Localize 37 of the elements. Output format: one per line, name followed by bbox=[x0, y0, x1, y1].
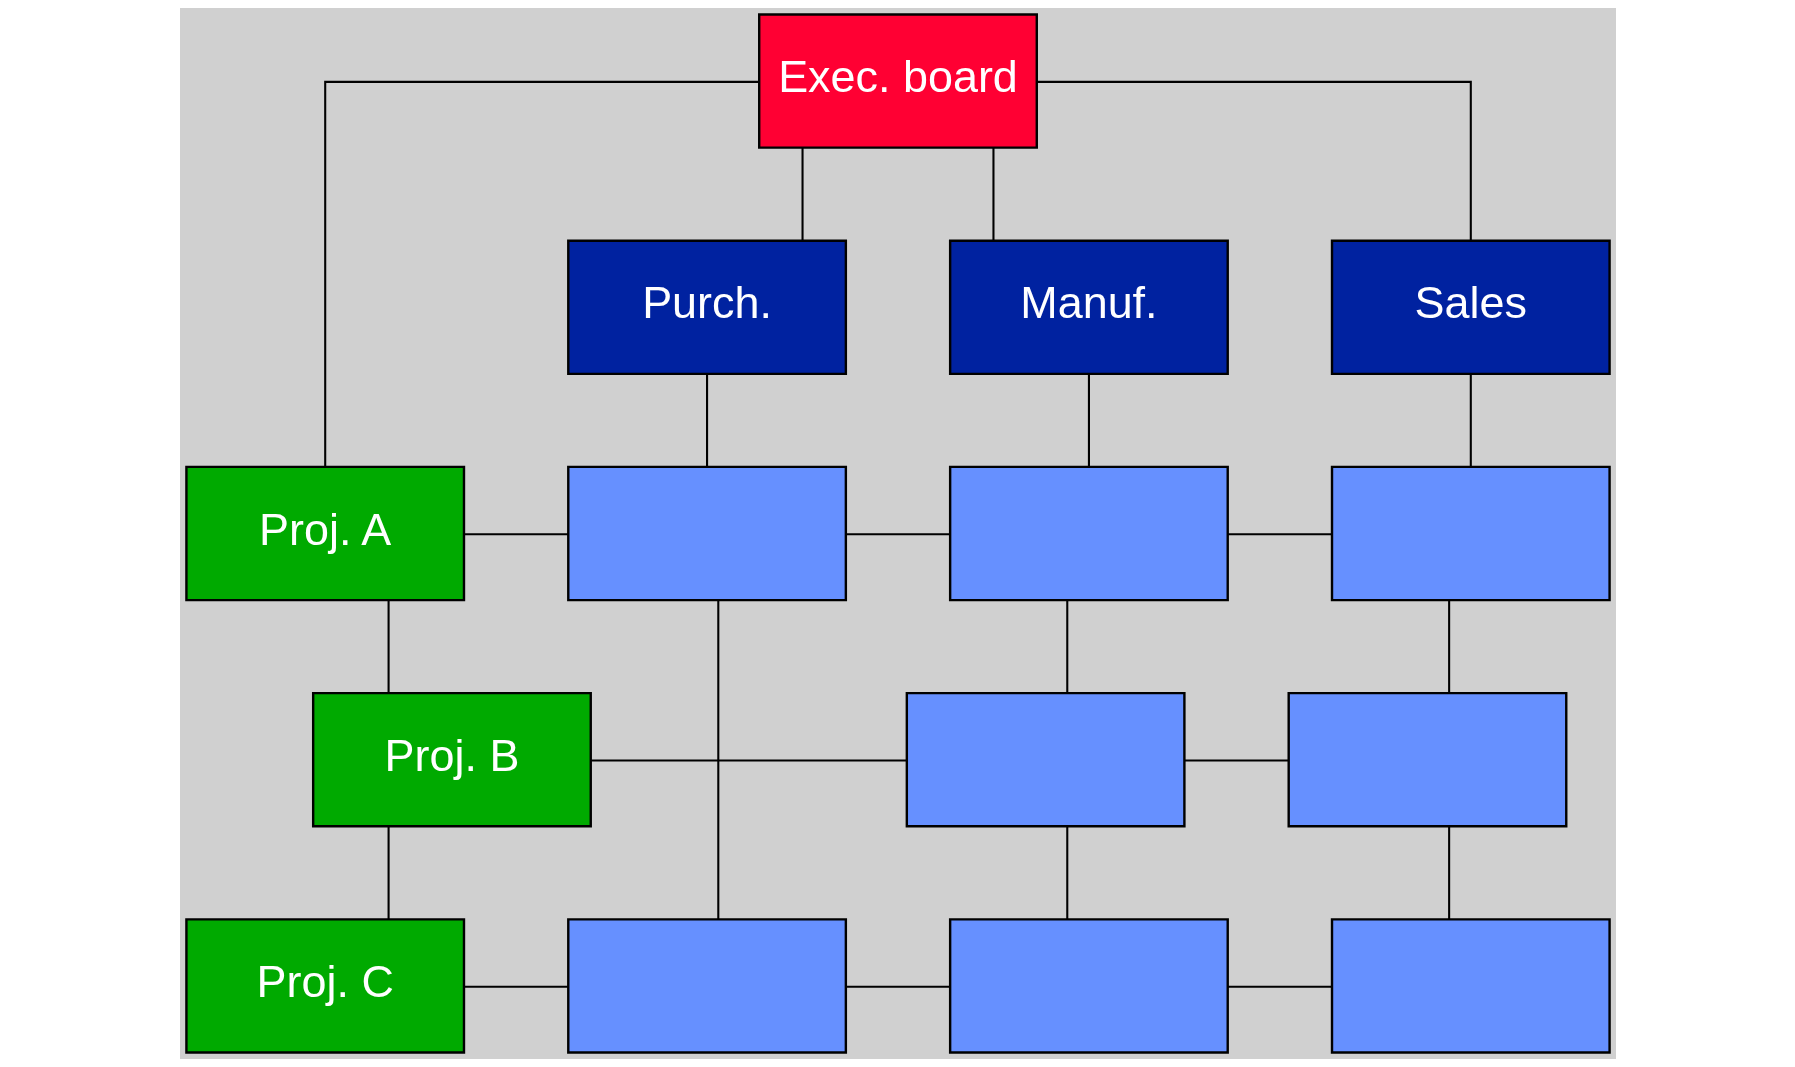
connector bbox=[463, 985, 568, 988]
node-box bbox=[566, 465, 847, 602]
connector bbox=[1447, 826, 1450, 919]
connector bbox=[991, 147, 994, 241]
connector bbox=[1087, 373, 1090, 467]
node-box: Exec. board bbox=[757, 13, 1038, 149]
connector bbox=[716, 600, 719, 919]
connector bbox=[463, 533, 568, 536]
node-box: Purch. bbox=[566, 239, 847, 376]
node-box: Proj. B bbox=[311, 691, 592, 828]
connector bbox=[387, 600, 390, 693]
connector bbox=[1227, 533, 1332, 536]
connector bbox=[845, 533, 950, 536]
node-box bbox=[566, 918, 847, 1054]
connector bbox=[1227, 985, 1332, 988]
node-box: Manuf. bbox=[948, 239, 1229, 376]
node-box bbox=[1287, 691, 1567, 828]
connector bbox=[590, 759, 907, 762]
connector bbox=[845, 985, 950, 988]
connector bbox=[1065, 600, 1068, 693]
node-box bbox=[948, 465, 1229, 602]
connector bbox=[387, 826, 390, 919]
connector bbox=[801, 147, 804, 241]
connector bbox=[1447, 600, 1450, 693]
node-box: Proj. C bbox=[184, 918, 465, 1054]
connector bbox=[1065, 826, 1068, 919]
connector bbox=[1184, 759, 1289, 762]
node-box bbox=[1330, 918, 1611, 1054]
node-box bbox=[1330, 465, 1611, 602]
node-box: Proj. A bbox=[184, 465, 465, 602]
connector bbox=[323, 80, 759, 467]
node-box bbox=[905, 691, 1186, 828]
node-box: Sales bbox=[1330, 239, 1611, 376]
connector bbox=[705, 373, 708, 467]
connector bbox=[1036, 80, 1472, 241]
node-box bbox=[948, 918, 1229, 1054]
connector bbox=[1469, 373, 1472, 467]
